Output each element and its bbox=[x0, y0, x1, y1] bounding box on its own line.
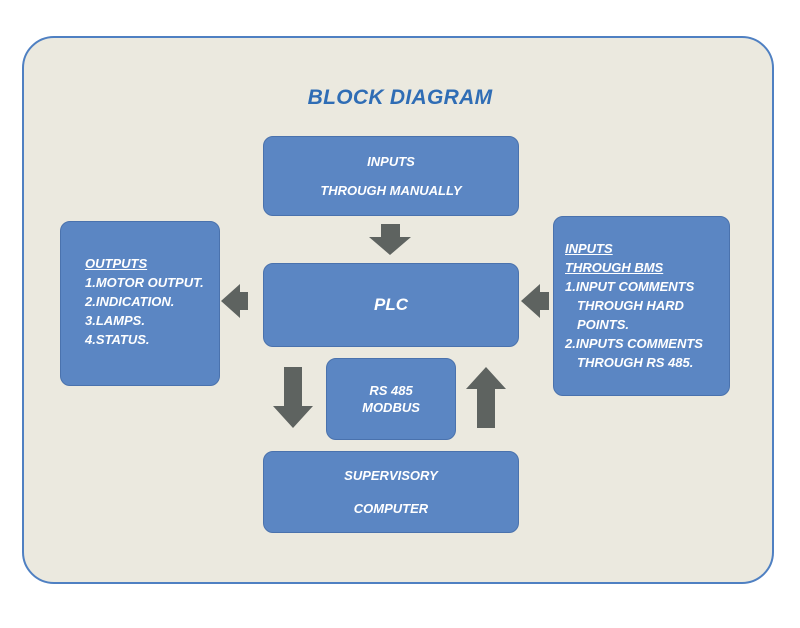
inputs-bms-line: THROUGH HARD bbox=[577, 298, 684, 313]
outputs-block: OUTPUTS 1.MOTOR OUTPUT. 2.INDICATION. 3.… bbox=[60, 221, 220, 386]
supervisory-line2: COMPUTER bbox=[353, 501, 429, 516]
outputs-item: 4.STATUS. bbox=[85, 332, 150, 347]
rs485-block: RS 485 MODBUS bbox=[326, 358, 456, 440]
arrow-left-icon bbox=[521, 284, 549, 318]
outputs-item: 3.LAMPS. bbox=[85, 313, 145, 328]
outputs-item: 2.INDICATION. bbox=[85, 294, 175, 309]
arrow-left-icon bbox=[221, 284, 248, 318]
plc-label: PLC bbox=[374, 295, 408, 314]
inputs-bms-line: POINTS. bbox=[577, 317, 630, 332]
arrow-down-icon bbox=[273, 367, 313, 428]
inputs-manual-block: INPUTS THROUGH MANUALLY bbox=[263, 136, 519, 216]
inputs-bms-heading: INPUTS bbox=[565, 241, 613, 256]
inputs-bms-block: INPUTS THROUGH BMS 1.INPUT COMMENTS THRO… bbox=[553, 216, 730, 396]
arrow-up-icon bbox=[466, 367, 506, 428]
plc-block: PLC bbox=[263, 263, 519, 347]
rs485-line1: RS 485 bbox=[369, 383, 413, 398]
supervisory-line1: SUPERVISORY bbox=[344, 468, 438, 483]
outputs-item: 1.MOTOR OUTPUT. bbox=[85, 275, 204, 290]
rs485-line2: MODBUS bbox=[362, 400, 420, 415]
diagram-title: BLOCK DIAGRAM bbox=[307, 86, 493, 109]
outputs-heading: OUTPUTS bbox=[85, 256, 148, 271]
supervisory-block: SUPERVISORY COMPUTER bbox=[263, 451, 519, 533]
inputs-bms-line: THROUGH RS 485. bbox=[577, 355, 694, 370]
inputs-manual-line2: THROUGH MANUALLY bbox=[320, 183, 462, 198]
inputs-manual-line1: INPUTS bbox=[367, 154, 415, 169]
inputs-bms-line: 1.INPUT COMMENTS bbox=[565, 279, 695, 294]
arrow-down-icon bbox=[369, 224, 411, 255]
inputs-bms-line: 2.INPUTS COMMENTS bbox=[565, 336, 703, 351]
inputs-bms-subheading: THROUGH BMS bbox=[565, 260, 664, 275]
